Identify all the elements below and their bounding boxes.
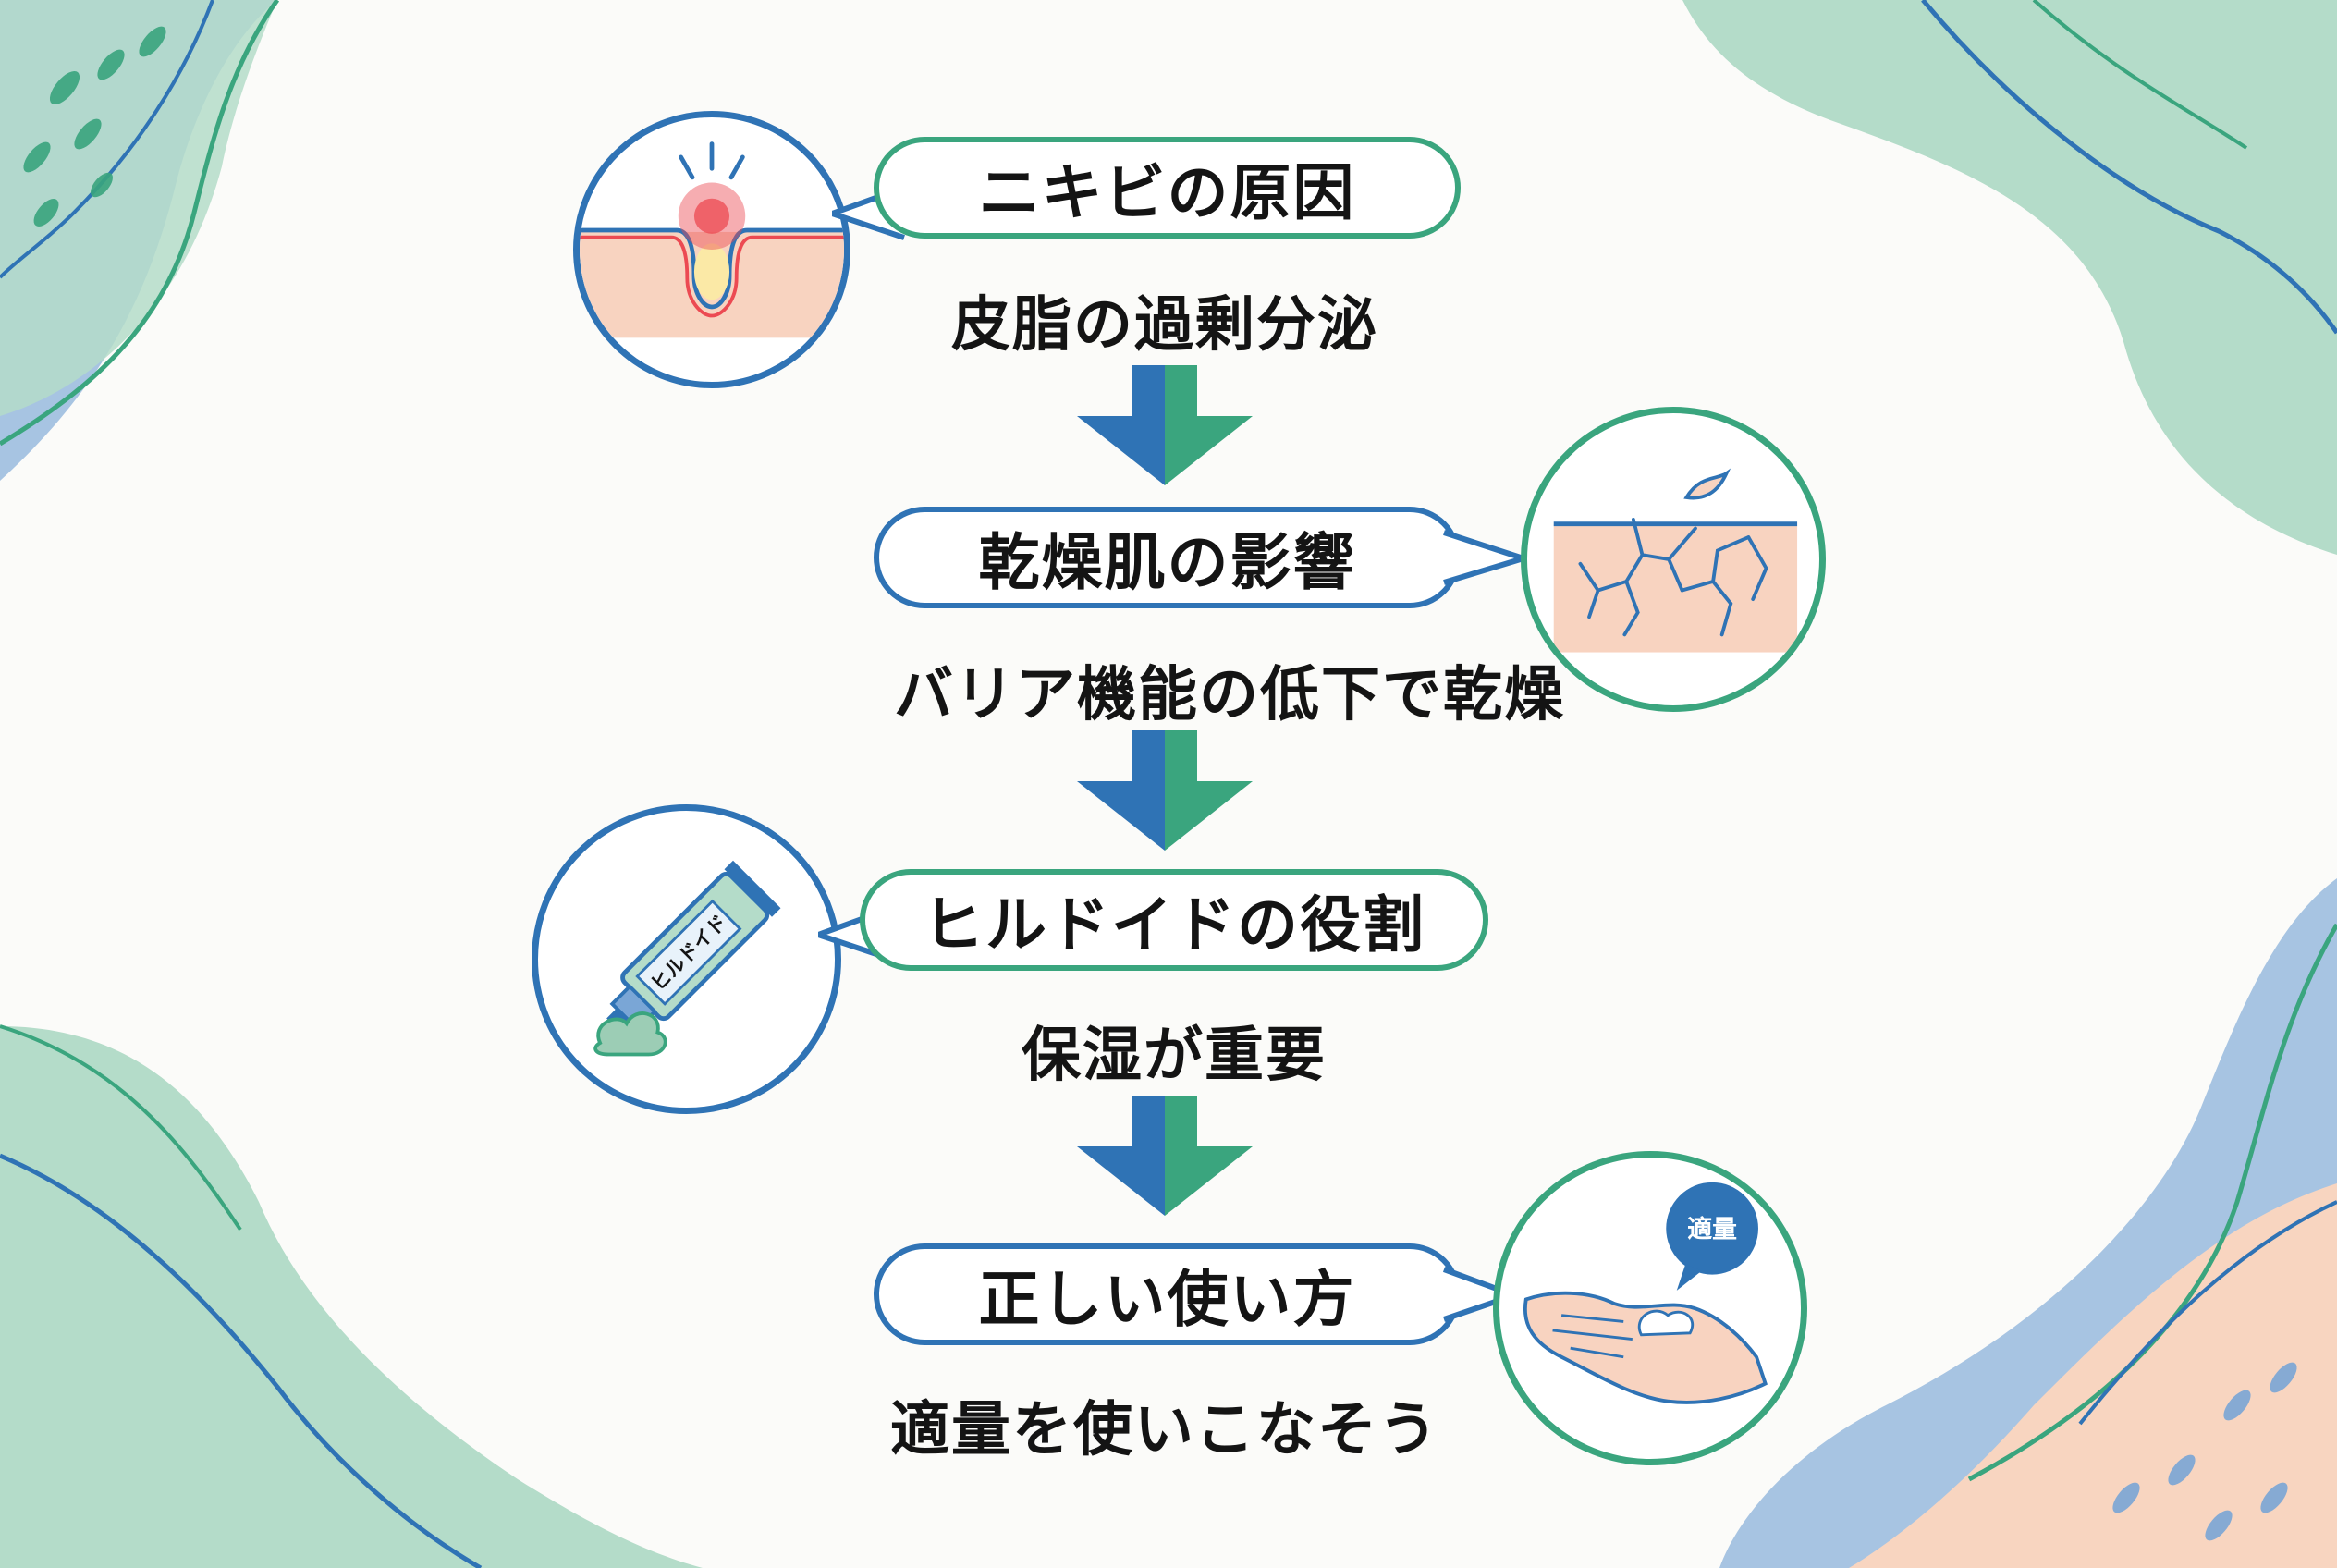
down-arrow-2 [1077, 730, 1253, 851]
step3-icon-circle: ヒルドイド [532, 804, 841, 1114]
cream-tube-icon: ヒルドイド [593, 860, 781, 1057]
step1-text: 皮脂の過剰分泌 [951, 291, 1378, 360]
hand-cream-icon: 適量 [1523, 1182, 1768, 1404]
step4-text: 適量を使いこなそう [890, 1396, 1439, 1464]
cracked-skin-icon [1553, 468, 1798, 653]
step2-title: 乾燥肌の影響 [978, 527, 1356, 598]
step1-title: ニキビの原因 [978, 157, 1356, 228]
step1-icon-circle [573, 111, 850, 388]
pimple-pore-icon [580, 141, 844, 338]
step2-speech-tail [1443, 530, 1525, 585]
step3-title-box: ヒルドイドの役割 [860, 869, 1488, 971]
step1-title-box: ニキビの原因 [874, 137, 1461, 239]
step4-icon-circle: 適量 [1493, 1151, 1807, 1465]
step4-title-box: 正しい使い方 [874, 1243, 1461, 1345]
amount-badge: 適量 [1687, 1214, 1737, 1243]
step2-title-box: 乾燥肌の影響 [874, 507, 1461, 608]
step2-text: バリア機能の低下で乾燥 [894, 661, 1565, 729]
down-arrow-1 [1077, 365, 1253, 485]
step4-title: 正しい使い方 [978, 1264, 1356, 1335]
step3-text: 保湿が重要 [1022, 1022, 1327, 1090]
down-arrow-3 [1077, 1096, 1253, 1216]
step3-title: ヒルドイドの役割 [923, 889, 1425, 961]
step2-icon-circle [1521, 407, 1826, 712]
